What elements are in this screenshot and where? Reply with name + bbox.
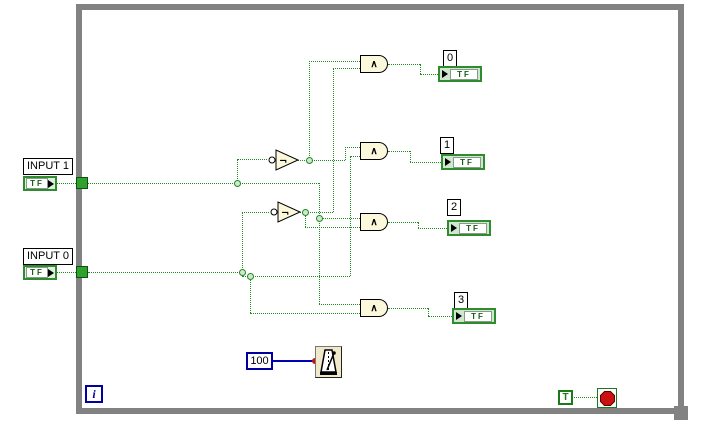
input1-tf-value: TF [26,178,48,189]
wire[interactable] [410,162,441,163]
boolean-arrow-icon [48,268,54,277]
wire[interactable] [333,68,360,69]
iteration-terminal[interactable]: i [85,385,103,403]
and-symbol: ∧ [370,302,378,314]
wire-junction-dot [234,180,241,187]
true-constant[interactable]: T [558,390,573,405]
wire[interactable] [420,74,438,75]
and-symbol: ∧ [370,58,378,70]
stop-sign-icon [599,390,615,406]
not-symbol: ¬ [281,208,289,219]
wire[interactable] [309,61,310,160]
wire[interactable] [88,183,319,184]
and-gate-3[interactable]: ∧ [360,299,388,317]
negation-bubble-icon [268,156,276,164]
wait-ms-constant[interactable]: 100 [246,352,273,370]
wire[interactable] [572,397,597,398]
output3-tf-value: TF [464,310,492,322]
boolean-arrow-icon [445,158,451,166]
output0-boolean-indicator[interactable]: TF [438,66,482,82]
wire[interactable] [319,218,320,304]
wire[interactable] [242,212,243,272]
numeric-wire[interactable] [273,360,315,362]
wire[interactable] [388,308,428,309]
wire-junction-dot [239,269,246,276]
boolean-arrow-icon [451,224,457,232]
wire[interactable] [420,64,421,74]
wire[interactable] [309,61,360,62]
output2-tf-value: TF [459,222,487,234]
and-gate-1[interactable]: ∧ [360,142,388,160]
output2-boolean-indicator[interactable]: TF [447,220,491,236]
not-gate-1[interactable]: ¬ [267,149,301,176]
wire[interactable] [345,147,346,160]
wire[interactable] [319,304,360,305]
wire[interactable] [296,160,345,161]
output3-label[interactable]: 3 [454,292,469,309]
while-loop-border[interactable] [76,4,684,414]
wire[interactable] [319,218,360,219]
boolean-arrow-icon [456,312,462,320]
wire[interactable] [388,222,418,223]
input0-label[interactable]: INPUT 0 [23,248,73,265]
input1-boolean-control[interactable]: TF [23,176,57,191]
wire[interactable] [428,316,452,317]
wire[interactable] [305,212,306,227]
input0-tf-value: TF [26,267,48,278]
wire-junction-dot [247,273,254,280]
loop-condition-terminal[interactable] [597,388,617,408]
not-gate-2[interactable]: ¬ [269,201,303,228]
output3-boolean-indicator[interactable]: TF [452,308,496,324]
input1-label[interactable]: INPUT 1 [23,158,73,175]
wire[interactable] [428,308,429,316]
wire[interactable] [242,276,350,277]
negation-bubble-icon [270,208,278,216]
output0-tf-value: TF [450,68,478,80]
boolean-arrow-icon [48,179,54,188]
and-symbol: ∧ [370,216,378,228]
wire[interactable] [333,68,334,212]
output1-tf-value: TF [453,156,481,168]
wait-metronome-icon[interactable] [315,346,342,378]
output0-label[interactable]: 0 [443,50,458,67]
wire[interactable] [418,228,447,229]
not-symbol: ¬ [279,156,287,167]
input0-boolean-control[interactable]: TF [23,265,57,280]
wire[interactable] [305,227,360,228]
wire[interactable] [57,272,76,273]
wire[interactable] [388,64,420,65]
wire-junction-dot [306,157,313,164]
wire[interactable] [57,183,76,184]
wire[interactable] [242,212,269,213]
wire[interactable] [319,183,320,218]
loop-corner-handle[interactable] [674,406,688,420]
output1-label[interactable]: 1 [440,137,455,154]
wire-junction-dot [316,215,323,222]
boolean-arrow-icon [442,70,448,78]
and-symbol: ∧ [370,145,378,157]
wire[interactable] [410,151,411,162]
loop-tunnel-input0[interactable] [76,266,88,278]
wire[interactable] [350,156,360,157]
wire[interactable] [298,212,333,213]
output2-label[interactable]: 2 [447,199,462,216]
wire[interactable] [88,272,242,273]
wire[interactable] [418,222,419,228]
wire[interactable] [237,159,238,183]
wire[interactable] [250,313,360,314]
wire[interactable] [250,276,251,313]
loop-tunnel-input1[interactable] [76,177,88,189]
wire[interactable] [345,147,360,148]
wire[interactable] [350,156,351,276]
and-gate-0[interactable]: ∧ [360,55,388,73]
and-gate-2[interactable]: ∧ [360,213,388,231]
wire[interactable] [237,159,267,160]
wire-junction-dot [302,209,309,216]
wire[interactable] [388,151,410,152]
output1-boolean-indicator[interactable]: TF [441,154,485,170]
